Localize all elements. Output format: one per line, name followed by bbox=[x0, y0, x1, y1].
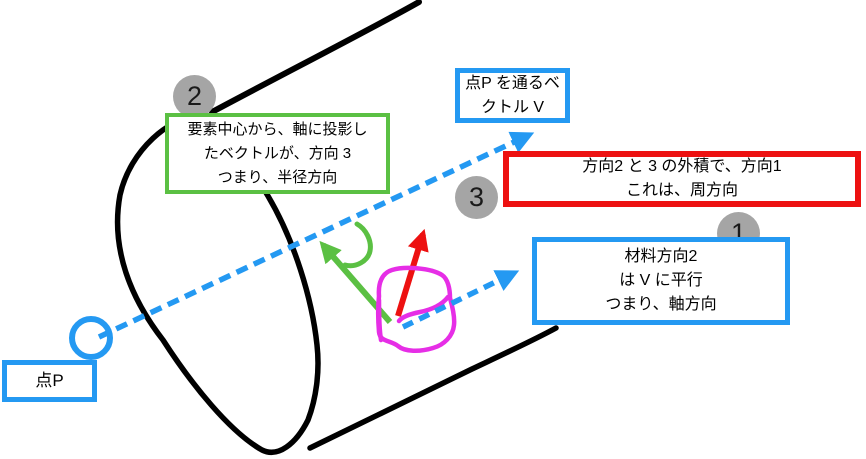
point-p-text: 点P bbox=[35, 371, 64, 390]
vector-v-line-2: クトル V bbox=[480, 98, 545, 116]
circumferential-line-2: これは、周方向 bbox=[625, 182, 738, 199]
cylinder-top-edge bbox=[209, 0, 422, 115]
point-p-label: 点P bbox=[2, 360, 97, 402]
radial-direction-label: 要素中心から、軸に投影し たベクトルが、方向 3 つまり、半径方向 bbox=[165, 113, 390, 194]
radial-line-2: たベクトルが、方向 3 bbox=[203, 144, 352, 162]
badge-direction-3-number: 3 bbox=[468, 182, 485, 212]
vector-v-dashed-arrow bbox=[97, 131, 535, 340]
cylinder-bottom-edge bbox=[307, 325, 559, 451]
axial-line-3: つまり、軸方向 bbox=[605, 296, 717, 313]
circumferential-direction-label: 方向2 と 3 の外積で、方向1 これは、周方向 bbox=[503, 151, 861, 207]
projection-hook bbox=[342, 221, 373, 269]
badge-direction-2-number: 2 bbox=[186, 81, 203, 111]
radial-line-3: つまり、半径方向 bbox=[217, 168, 338, 186]
axial-line-2: は V に平行 bbox=[619, 272, 703, 289]
vector-v-label: 点P を通るベ クトル V bbox=[455, 68, 570, 123]
badge-direction-2: 2 bbox=[173, 75, 216, 118]
element-sketch bbox=[376, 265, 457, 353]
axial-line-1: 材料方向2 bbox=[624, 248, 698, 265]
vector-v-line-1: 点P を通るベ bbox=[465, 74, 560, 92]
point-p-marker bbox=[69, 316, 113, 360]
radial-line-1: 要素中心から、軸に投影し bbox=[187, 120, 368, 138]
circumferential-line-1: 方向2 と 3 の外積で、方向1 bbox=[582, 158, 782, 175]
badge-direction-3: 3 bbox=[455, 176, 498, 219]
direction1-arrow bbox=[395, 228, 429, 317]
axial-direction-label: 材料方向2 は V に平行 つまり、軸方向 bbox=[532, 237, 790, 325]
direction2-dashed-arrow bbox=[401, 270, 520, 330]
cylinder-front-face bbox=[114, 111, 321, 455]
